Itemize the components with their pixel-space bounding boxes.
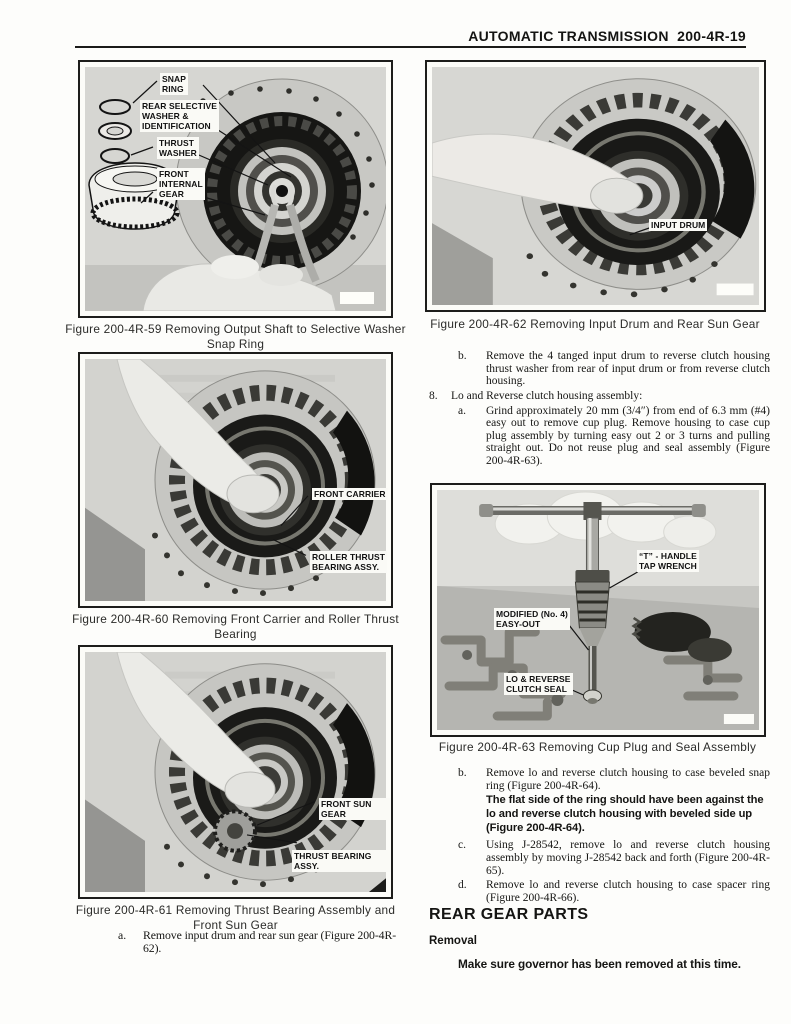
caption-figure-60: Figure 200-4R-60 Removing Front Carrier … [72,612,399,641]
item-text: Remove the 4 tanged input drum to revers… [486,350,770,388]
caption-figure-61: Figure 200-4R-61 Removing Thrust Bearing… [75,903,396,932]
item-marker: a. [458,404,466,417]
photo-cup-plug-removal [437,490,759,730]
photo-output-shaft-snap-ring [85,67,386,311]
list-item-c: c. Using J-28542, remove lo and reverse … [425,839,770,877]
label-roller-thrust-bearing: ROLLER THRUST BEARING ASSY. [310,551,388,574]
item-marker: a. [118,928,127,942]
item-text: Remove input drum and rear sun gear (Fig… [143,928,397,955]
step-list-left: a. Remove input drum and rear sun gear (… [78,929,412,957]
step-list-right-upper: b. Remove the 4 tanged input drum to rev… [425,350,770,470]
list-item-b2: b. Remove lo and reverse clutch housing … [425,767,770,837]
label-front-carrier: FRONT CARRIER [312,488,388,501]
header-rule [75,46,746,48]
photo-front-carrier [85,359,386,601]
item-marker: b. [458,350,467,362]
label-rear-selective-washer: REAR SELECTIVE WASHER & IDENTIFICATION [140,100,220,133]
list-item-a: a. Remove input drum and rear sun gear (… [78,929,412,955]
subsection-heading-removal: Removal [429,935,477,947]
label-thrust-bearing-assy: THRUST BEARING ASSY. [292,850,391,873]
label-input-drum: INPUT DRUM [649,219,708,232]
figure-200-4R-59: SNAP RING REAR SELECTIVE WASHER & IDENTI… [78,60,393,318]
governor-note: Make sure governor has been removed at t… [458,957,741,971]
figure-200-4R-61: FRONT SUN GEAR THRUST BEARING ASSY. [78,645,393,899]
step-list-right-lower: b. Remove lo and reverse clutch housing … [425,767,770,906]
caption-figure-63: Figure 200-4R-63 Removing Cup Plug and S… [438,740,757,754]
label-lo-reverse-clutch-seal: LO & REVERSE CLUTCH SEAL [504,673,573,696]
figure-200-4R-62: INPUT DRUM [425,60,766,312]
item-text: Lo and Reverse clutch housing assembly: [451,389,643,402]
item-marker: 8. [429,389,438,402]
photo-input-drum [432,67,759,305]
list-item-d: d. Remove lo and reverse clutch housing … [425,879,770,904]
bold-note: The flat side of the ring should have be… [486,794,764,834]
caption-figure-59: Figure 200-4R-59 Removing Output Shaft t… [65,322,406,351]
list-item-8: 8. Lo and Reverse clutch housing assembl… [425,390,770,403]
item-text: Grind approximately 20 mm (3/4″) from en… [486,404,770,468]
label-front-sun-gear: FRONT SUN GEAR [319,798,391,821]
label-snap-ring: SNAP RING [160,73,189,96]
figure-200-4R-60: FRONT CARRIER ROLLER THRUST BEARING ASSY… [78,352,393,608]
item-text: Using J-28542, remove lo and reverse clu… [486,839,770,877]
label-thrust-washer: THRUST WASHER [157,137,199,160]
label-t-handle-tap-wrench: “T” - HANDLE TAP WRENCH [637,550,699,573]
item-text: Remove lo and reverse clutch housing to … [486,879,770,904]
caption-figure-62: Figure 200-4R-62 Removing Input Drum and… [430,317,760,331]
label-front-internal-gear: FRONT INTERNAL GEAR [157,168,205,201]
item-marker: b. [458,767,467,779]
item-text: Remove lo and reverse clutch housing to … [486,767,770,792]
list-item-b: b. Remove the 4 tanged input drum to rev… [425,350,770,388]
list-item-8a: a. Grind approximately 20 mm (3/4″) from… [425,405,770,468]
section-heading-rear-gear-parts: REAR GEAR PARTS [429,906,589,923]
label-modified-easy-out: MODIFIED (No. 4) EASY-OUT [494,608,570,631]
item-marker: c. [458,839,466,852]
page-header: AUTOMATIC TRANSMISSION 200-4R-19 [468,28,746,44]
item-marker: d. [458,879,467,892]
figure-200-4R-63: “T” - HANDLE TAP WRENCH MODIFIED (No. 4)… [430,483,766,737]
